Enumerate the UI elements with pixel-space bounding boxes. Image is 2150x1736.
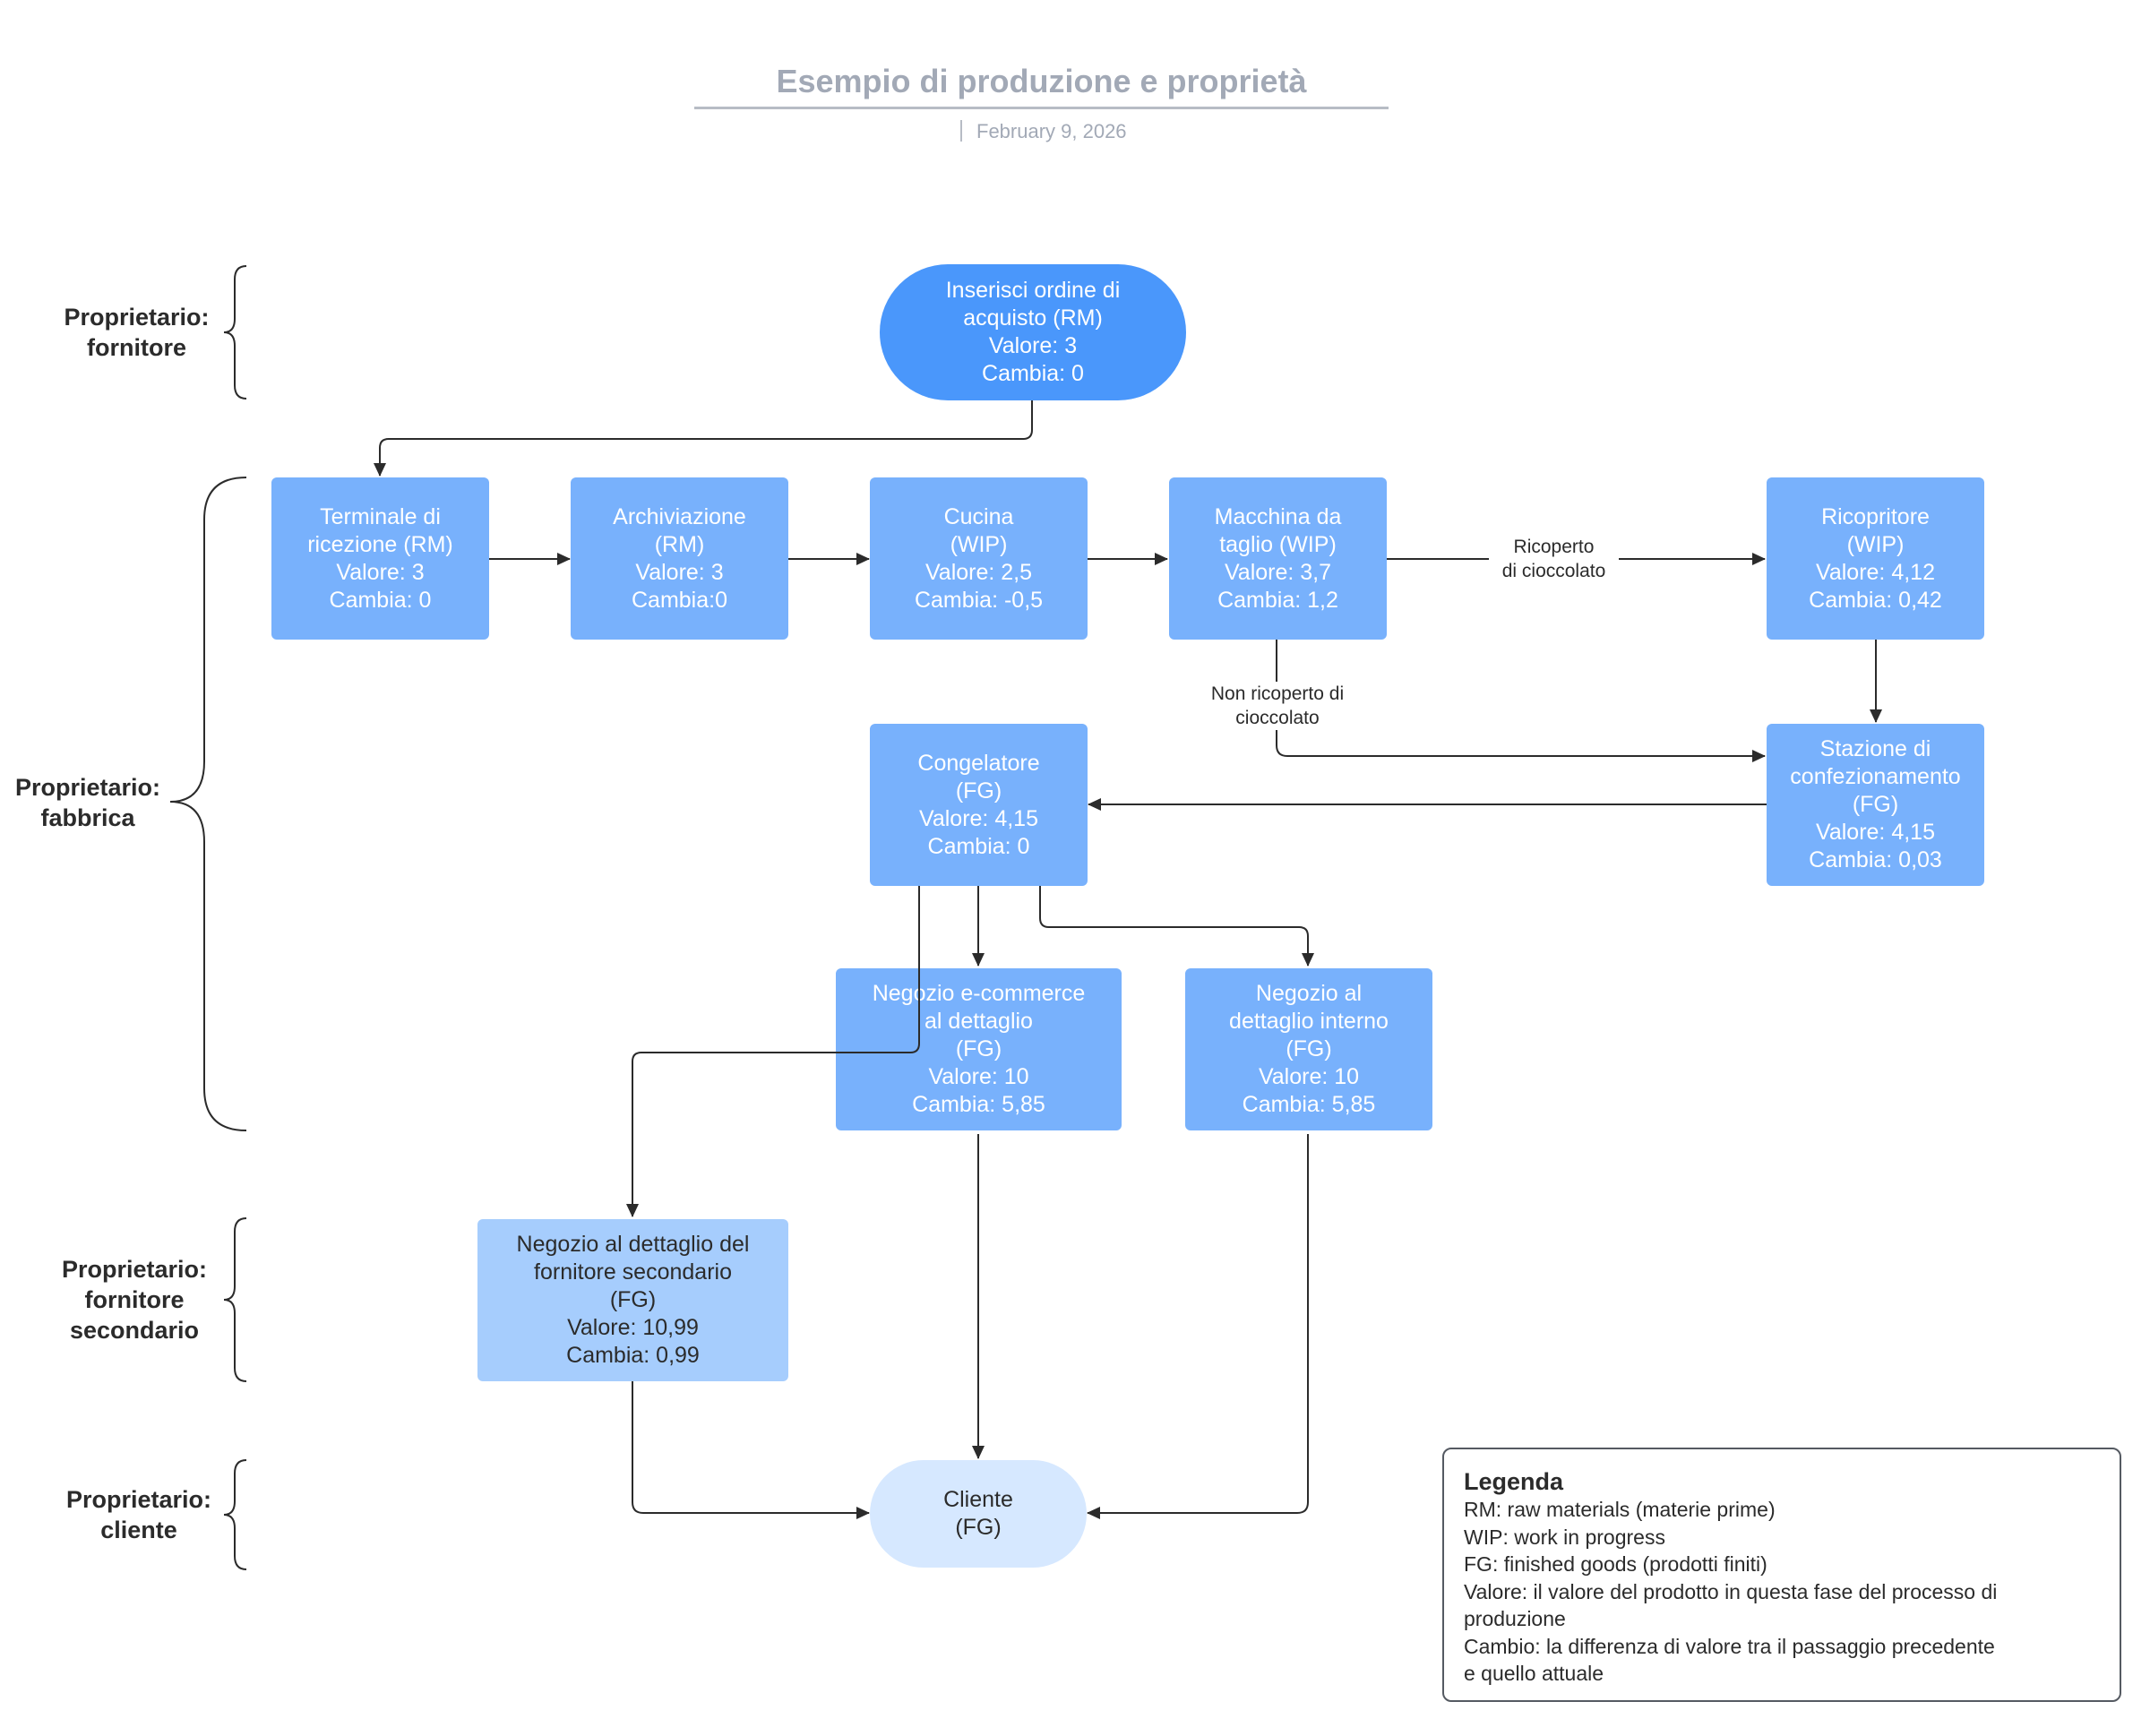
brace-supplier bbox=[223, 265, 247, 400]
legend-line: e quello attuale bbox=[1464, 1662, 1604, 1685]
edge-internal-to-customer bbox=[1087, 1134, 1309, 1519]
node-packaging-station[interactable]: Stazione di confezionamento (FG) Valore:… bbox=[1767, 724, 1984, 886]
edge-label-coated: Ricoperto di cioccolato bbox=[1489, 535, 1619, 583]
brace-factory bbox=[169, 477, 247, 1131]
legend-line: Valore: il valore del prodotto in questa… bbox=[1464, 1579, 1998, 1603]
node-coater[interactable]: Ricopritore (WIP) Valore: 4,12 Cambia: 0… bbox=[1767, 477, 1984, 640]
legend-line: FG: finished goods (prodotti finiti) bbox=[1464, 1552, 1767, 1576]
legend-line: produzione bbox=[1464, 1607, 1566, 1630]
owner-label-secondary: Proprietario: fornitore secondario bbox=[61, 1256, 208, 1344]
edge-label-not-coated: Non ricoperto di cioccolato bbox=[1191, 682, 1363, 730]
node-customer[interactable]: Cliente (FG) bbox=[870, 1460, 1087, 1568]
edge-cutting-to-packaging bbox=[1276, 640, 1766, 762]
node-cutting-machine[interactable]: Macchina da taglio (WIP) Valore: 3,7 Cam… bbox=[1169, 477, 1387, 640]
node-secondary-store[interactable]: Negozio al dettaglio del fornitore secon… bbox=[477, 1219, 788, 1381]
node-freezer[interactable]: Congelatore (FG) Valore: 4,15 Cambia: 0 bbox=[870, 724, 1088, 886]
legend-line: WIP: work in progress bbox=[1464, 1525, 1665, 1549]
node-internal-store[interactable]: Negozio al dettaglio interno (FG) Valore… bbox=[1185, 968, 1432, 1130]
edge-secondary-to-customer bbox=[632, 1381, 870, 1519]
owner-label-factory: Proprietario: fabbrica bbox=[14, 774, 161, 831]
legend-line: Cambio: la differenza di valore tra il p… bbox=[1464, 1634, 1995, 1658]
owner-label-customer: Proprietario: cliente bbox=[65, 1486, 212, 1543]
node-purchase-order[interactable]: Inserisci ordine di acquisto (RM) Valore… bbox=[880, 264, 1186, 400]
node-ecommerce-store[interactable]: Negozio e-commerce al dettaglio (FG) Val… bbox=[836, 968, 1122, 1130]
title-underline bbox=[694, 107, 1389, 109]
page-date: February 9, 2026 bbox=[976, 120, 1127, 142]
brace-customer bbox=[223, 1459, 247, 1570]
brace-secondary bbox=[223, 1217, 247, 1382]
node-receiving-terminal[interactable]: Terminale di ricezione (RM) Valore: 3 Ca… bbox=[271, 477, 489, 640]
page-title: Esempio di produzione e proprietà bbox=[776, 63, 1307, 99]
legend-line: RM: raw materials (materie prime) bbox=[1464, 1498, 1776, 1521]
legend-box: Legenda RM: raw materials (materie prime… bbox=[1442, 1448, 2121, 1702]
node-storage[interactable]: Archiviazione (RM) Valore: 3 Cambia:0 bbox=[571, 477, 788, 640]
edge-freezer-to-internal bbox=[1039, 885, 1314, 967]
edge-order-to-receiving bbox=[374, 400, 1033, 477]
owner-label-supplier: Proprietario: fornitore bbox=[64, 304, 210, 361]
node-kitchen[interactable]: Cucina (WIP) Valore: 2,5 Cambia: -0,5 bbox=[870, 477, 1088, 640]
legend-title: Legenda bbox=[1464, 1468, 1564, 1495]
date-divider bbox=[960, 120, 962, 142]
